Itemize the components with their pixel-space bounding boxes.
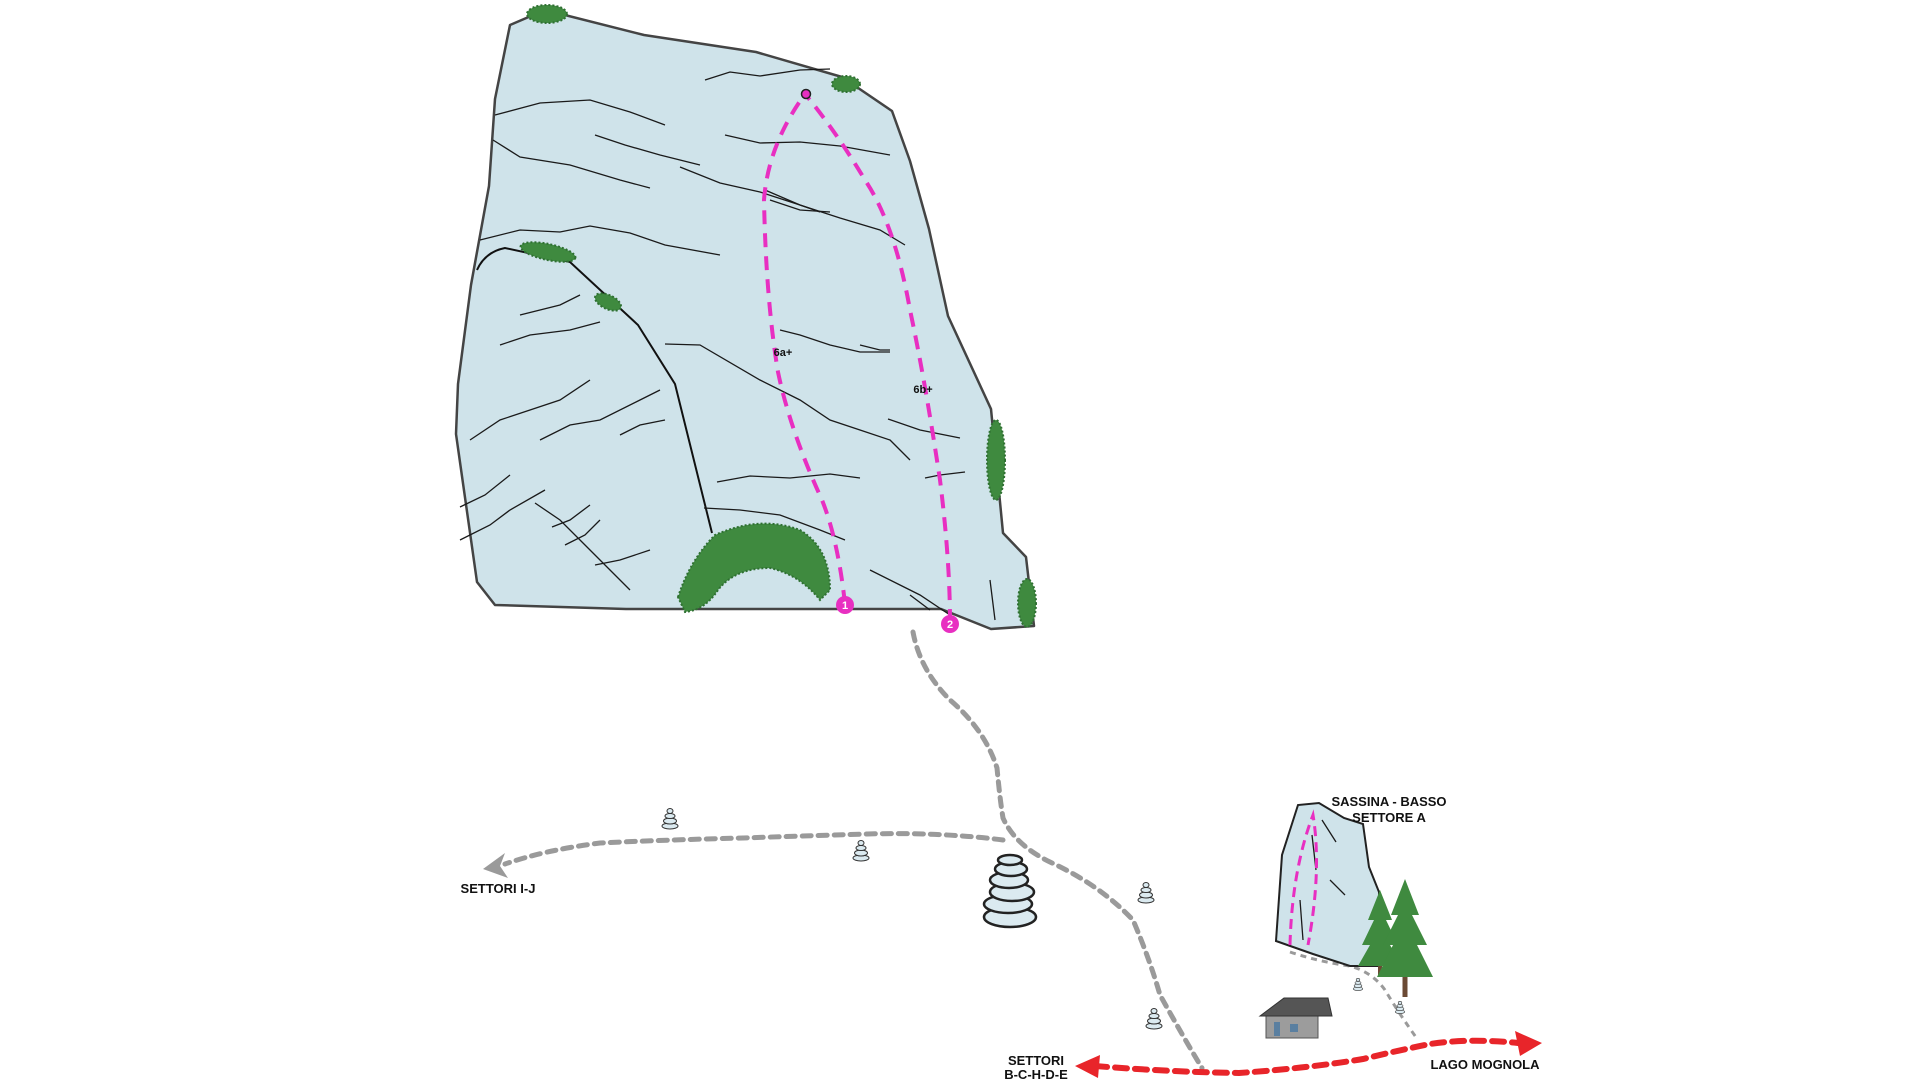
route-1-line [761, 92, 847, 605]
cairn-icon [1394, 1000, 1406, 1014]
destination-label: B-C-H-D-E [1004, 1067, 1068, 1080]
bush [526, 4, 568, 24]
climbing-routes: 1 2 6a+ 6b+ [761, 88, 959, 633]
approach-trail [910, 629, 1205, 1071]
destination-label: SETTORI I-J [461, 881, 536, 896]
arrow-icon [1515, 1031, 1542, 1056]
main-trail [1075, 1031, 1542, 1078]
sector-subtitle: SETTORE A [1352, 810, 1426, 825]
route-number: 1 [842, 600, 848, 612]
arrow-icon [483, 853, 508, 878]
bush [831, 75, 861, 93]
route-number: 2 [947, 619, 953, 631]
main-rock-face: 1 2 6a+ 6b+ [454, 4, 1037, 633]
cairn-icon [1145, 1008, 1163, 1030]
sector-a-crag: SASSINA - BASSO SETTORE A [1274, 794, 1447, 997]
route-grade: 6b+ [913, 384, 932, 396]
route-line [1288, 809, 1319, 946]
cairn-icon [1352, 977, 1364, 991]
cairn-icon [661, 808, 679, 830]
route-2-line [803, 92, 952, 624]
trail-from-sector-a [1289, 950, 1420, 1041]
bush-large [676, 522, 832, 614]
destination-label: SETTORI [1008, 1053, 1064, 1068]
vegetation [519, 4, 1037, 628]
red-trail [1092, 1037, 1521, 1077]
bush [593, 292, 623, 312]
bush [986, 419, 1006, 501]
destination-label: LAGO MOGNOLA [1430, 1057, 1540, 1072]
trail-to-settori-ij [502, 831, 1006, 867]
hut-icon [1258, 997, 1333, 1039]
pine-tree-icon [1377, 879, 1433, 997]
sector-name: SASSINA - BASSO [1331, 794, 1446, 809]
route-grade: 6a+ [774, 347, 793, 359]
route-2-start[interactable]: 2 [941, 615, 959, 633]
pine-tree-icon [1358, 890, 1402, 976]
arrow-icon [1075, 1055, 1100, 1078]
cairn-icon [1137, 882, 1155, 904]
approach-trails [483, 629, 1420, 1071]
rock-cracks [459, 68, 996, 621]
cairn-icon [852, 840, 870, 862]
boulder-stack-icon [982, 853, 1038, 929]
bush [519, 241, 577, 263]
belay-anchor-icon [800, 88, 812, 100]
bush [1017, 578, 1037, 628]
route-1-start[interactable]: 1 [836, 596, 854, 614]
cairns [661, 808, 1406, 1030]
